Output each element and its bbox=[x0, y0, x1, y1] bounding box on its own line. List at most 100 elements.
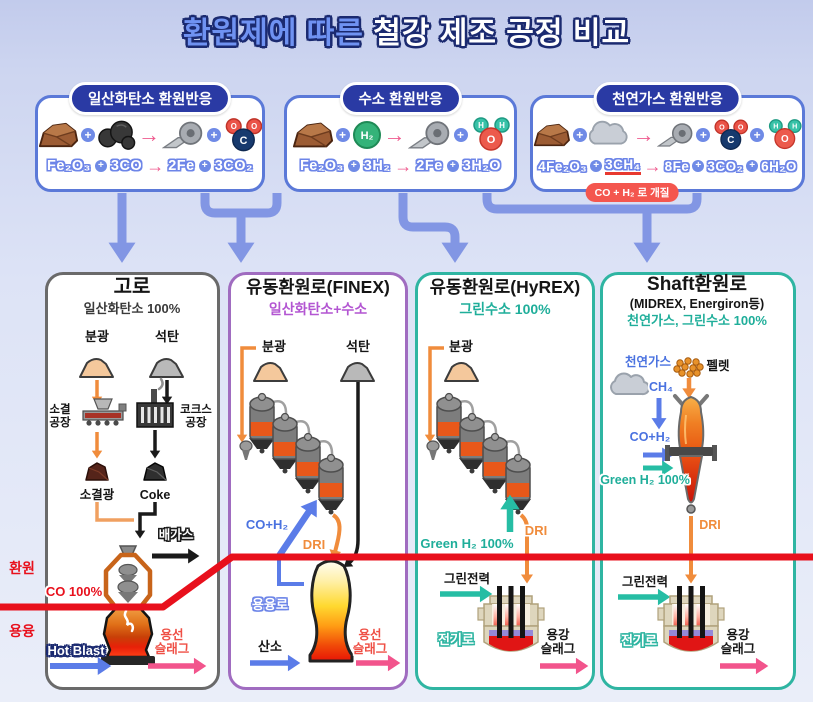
reaction-icons-co: + → + O O C bbox=[38, 111, 262, 159]
formula-term: 4Fe₂O₃ bbox=[538, 158, 588, 174]
formula-term: 3CO bbox=[110, 158, 143, 174]
reaction-formula-co: Fe₂O₃ + 3CO → 2Fe + 3CO₂ bbox=[38, 157, 262, 175]
col4-subtitle: 천연가스, 그린수소 100% bbox=[627, 313, 767, 328]
col4-natural-gas-label: 천연가스 bbox=[624, 355, 672, 369]
co2-molecule-icon: O O C bbox=[714, 119, 749, 150]
col2-oxygen-label: 산소 bbox=[258, 639, 282, 654]
page-title-highlight: 환원제에 따른 bbox=[182, 17, 364, 50]
col4-molten-steel-slag-label: 용강 슬래그 bbox=[720, 628, 756, 656]
reaction-icons-natural-gas: + → + O O C + H bbox=[533, 111, 802, 159]
col1-molten-iron-slag-label: 용선 슬래그 bbox=[154, 628, 190, 656]
col4-green-h2-label: Green H₂ 100% bbox=[600, 473, 690, 487]
formula-arrow: → bbox=[146, 156, 165, 176]
col3-eaf-label: 전기로 bbox=[438, 632, 474, 647]
gas-cloud-icon bbox=[588, 120, 628, 145]
formula-term: 2Fe bbox=[168, 158, 195, 174]
col1-subtitle: 일산화탄소 100% bbox=[83, 301, 181, 316]
col3-subtitle: 그린수소 100% bbox=[459, 301, 551, 317]
col1-coke-plant-label: 코크스 공장 bbox=[180, 404, 212, 429]
formula-term-reformed: 3CH₄ bbox=[605, 157, 641, 175]
reaction-formula-h2: Fe₂O₃ + 3H₂ → 2Fe + 3H₂O bbox=[287, 157, 514, 175]
svg-text:O: O bbox=[719, 124, 725, 132]
col4-subtitle-paren: (MIDREX, Energiron등) bbox=[629, 297, 765, 311]
column-blast-furnace-frame bbox=[45, 272, 220, 690]
reaction-arrow-icon: → bbox=[138, 122, 161, 147]
col4-ch4-label: CH₄ bbox=[648, 380, 674, 394]
col2-dri-label: DRI bbox=[302, 537, 326, 552]
col2-ore-fines-label: 분광 bbox=[262, 339, 286, 354]
plus-icon: + bbox=[347, 160, 360, 172]
plus-icon: + bbox=[750, 128, 765, 142]
page-title-rest: 철강 제조 공정 비교 bbox=[373, 17, 631, 50]
svg-text:O: O bbox=[781, 134, 789, 145]
formula-arrow: → bbox=[394, 156, 413, 176]
plus-icon: + bbox=[692, 160, 705, 172]
reaction-arrow-icon: → bbox=[383, 122, 406, 147]
col2-coal-label: 석탄 bbox=[346, 339, 370, 354]
svg-text:H: H bbox=[792, 123, 797, 131]
svg-text:O: O bbox=[251, 122, 257, 131]
col1-sinter-plant-label: 소결 공장 bbox=[49, 404, 71, 429]
col1-hot-blast-label: Hot Blast bbox=[47, 643, 105, 658]
col4-co-h2-label: CO+H₂ bbox=[629, 430, 671, 444]
steel-coil-icon bbox=[656, 123, 693, 147]
svg-text:O: O bbox=[486, 134, 495, 146]
col4-title: Shaft환원로 bbox=[647, 274, 747, 295]
iron-ore-icon bbox=[38, 122, 79, 148]
co2-molecule-icon: O O C bbox=[225, 118, 262, 152]
svg-text:C: C bbox=[240, 135, 248, 147]
col1-offgas-label: 배가스 bbox=[158, 528, 194, 542]
svg-text:C: C bbox=[728, 135, 735, 146]
page-title: 환원제에 따른 철강 제조 공정 비교 bbox=[0, 8, 813, 52]
col2-subtitle: 일산화탄소+수소 bbox=[268, 301, 368, 317]
col3-title: 유동환원로(HyREX) bbox=[429, 277, 581, 297]
coal-icon bbox=[98, 120, 136, 150]
col3-ore-fines-label: 분광 bbox=[449, 339, 473, 354]
formula-term: 6H₂O bbox=[761, 158, 797, 174]
plus-icon: + bbox=[80, 128, 95, 142]
reaction-header-natural-gas: 천연가스 환원반응 bbox=[593, 82, 742, 115]
col2-co-h2-label: CO+H₂ bbox=[245, 517, 289, 532]
svg-text:H: H bbox=[478, 121, 484, 130]
reaction-box-natural-gas: 천연가스 환원반응 + → + O O bbox=[530, 82, 805, 192]
reaction-header-h2: 수소 환원반응 bbox=[339, 82, 462, 115]
reaction-formula-natural-gas: 4Fe₂O₃ + 3CH₄ → 8Fe + 3CO₂ + 6H₂O bbox=[533, 157, 802, 175]
col3-dri-label: DRI bbox=[524, 523, 548, 538]
iron-ore-icon bbox=[533, 123, 570, 147]
col4-green-power-label: 그린전력 bbox=[621, 575, 669, 589]
steel-coil-icon bbox=[162, 121, 203, 149]
col4-dri-label: DRI bbox=[699, 518, 721, 532]
plus-icon: + bbox=[446, 160, 459, 172]
plus-icon: + bbox=[696, 128, 711, 142]
svg-text:O: O bbox=[231, 122, 237, 131]
reaction-icons-h2: + H₂ → + H H O bbox=[287, 111, 514, 159]
col1-sinter-ore-label: 소결광 bbox=[79, 488, 115, 502]
svg-text:O: O bbox=[738, 124, 744, 132]
h2o-molecule-icon: H H O bbox=[472, 117, 510, 151]
reaction-arrow-icon: → bbox=[632, 122, 655, 147]
col1-co-label: CO 100% bbox=[45, 584, 103, 599]
svg-text:H₂: H₂ bbox=[360, 130, 373, 142]
col3-molten-steel-slag-label: 용강 슬래그 bbox=[540, 628, 576, 656]
formula-term: Fe₂O₃ bbox=[47, 158, 91, 174]
reforming-badge: CO + H₂ 로 개질 bbox=[585, 183, 679, 202]
plus-icon: + bbox=[572, 128, 587, 142]
col2-melter-label: 용융로 bbox=[252, 597, 288, 612]
col3-green-h2-label: Green H₂ 100% bbox=[420, 536, 514, 551]
plus-icon: + bbox=[335, 128, 350, 142]
formula-term: 3H₂O bbox=[462, 158, 502, 174]
steel-coil-icon bbox=[407, 121, 449, 149]
h2-molecule-icon: H₂ bbox=[352, 121, 381, 149]
formula-term: 3H₂ bbox=[363, 158, 391, 174]
formula-term: Fe₂O₃ bbox=[299, 158, 344, 174]
reaction-box-h2: 수소 환원반응 + H₂ → + H H bbox=[284, 82, 517, 192]
col1-coke-label: Coke bbox=[139, 488, 171, 502]
plus-icon: + bbox=[94, 160, 107, 172]
col3-green-power-label: 그린전력 bbox=[443, 572, 491, 586]
plus-icon: + bbox=[590, 160, 603, 172]
reaction-header-co: 일산화탄소 환원반응 bbox=[68, 82, 232, 115]
plus-icon: + bbox=[198, 160, 211, 172]
formula-term: 3CO₂ bbox=[214, 158, 253, 174]
svg-text:H: H bbox=[499, 121, 505, 130]
